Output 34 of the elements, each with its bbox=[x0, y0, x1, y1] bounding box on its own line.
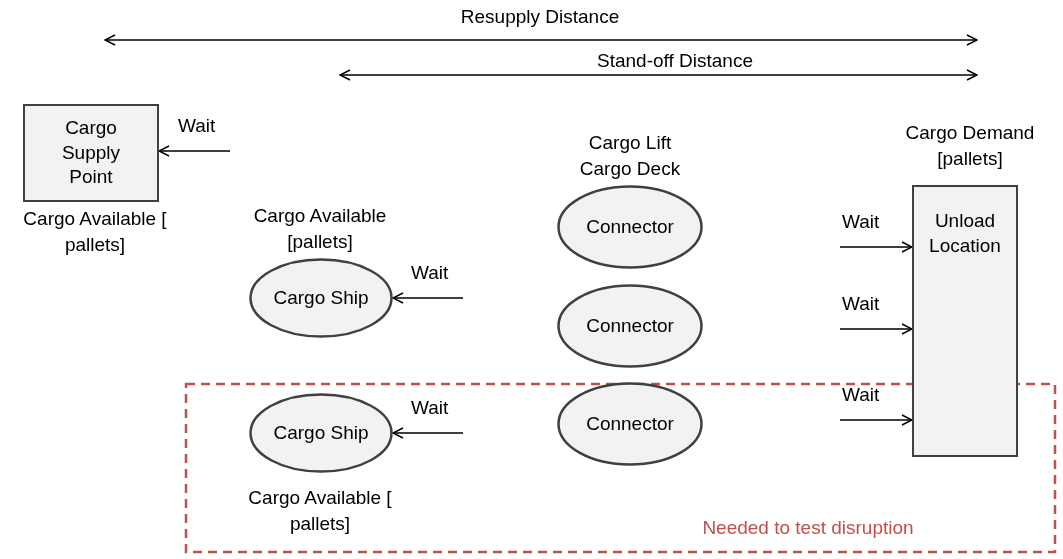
process-ellipse bbox=[249, 258, 393, 338]
node-caption: Cargo Available [pallets] bbox=[252, 204, 388, 254]
edge-label: Wait bbox=[411, 397, 449, 419]
edge-label: Wait bbox=[842, 293, 880, 315]
edge-label: Wait bbox=[842, 384, 880, 406]
node-label: Connector bbox=[586, 411, 674, 436]
node-label: Cargo Supply Point bbox=[60, 115, 122, 190]
process-ellipse bbox=[557, 382, 703, 466]
process-ellipse bbox=[249, 393, 393, 473]
region-label: Needed to test disruption bbox=[702, 517, 914, 539]
node-caption: Cargo Demand [pallets] bbox=[904, 121, 1036, 171]
node-caption: Cargo Lift Cargo Deck bbox=[578, 131, 682, 181]
edge-label: Wait bbox=[842, 211, 880, 233]
dimension-label: Stand-off Distance bbox=[597, 50, 753, 72]
edge-label: Wait bbox=[178, 115, 216, 137]
arrow bbox=[839, 241, 913, 253]
dimension-label: Resupply Distance bbox=[460, 6, 620, 28]
process-box bbox=[912, 185, 1018, 457]
process-ellipse bbox=[557, 284, 703, 368]
process-ellipse bbox=[557, 185, 703, 269]
node-caption: Cargo Available [ pallets] bbox=[22, 207, 168, 257]
node-label: Connector bbox=[586, 214, 674, 239]
arrow bbox=[839, 414, 913, 426]
node-caption: Cargo Available [ pallets] bbox=[247, 486, 393, 536]
arrow bbox=[392, 292, 464, 304]
process-box bbox=[23, 104, 159, 202]
arrow bbox=[158, 145, 231, 157]
node-label: Connector bbox=[586, 313, 674, 338]
arrow bbox=[392, 427, 464, 439]
node-label: Unload Location bbox=[928, 209, 1002, 258]
arrow bbox=[839, 323, 913, 335]
edge-label: Wait bbox=[411, 262, 449, 284]
node-label: Cargo Ship bbox=[273, 285, 369, 310]
node-label: Cargo Ship bbox=[273, 420, 369, 445]
